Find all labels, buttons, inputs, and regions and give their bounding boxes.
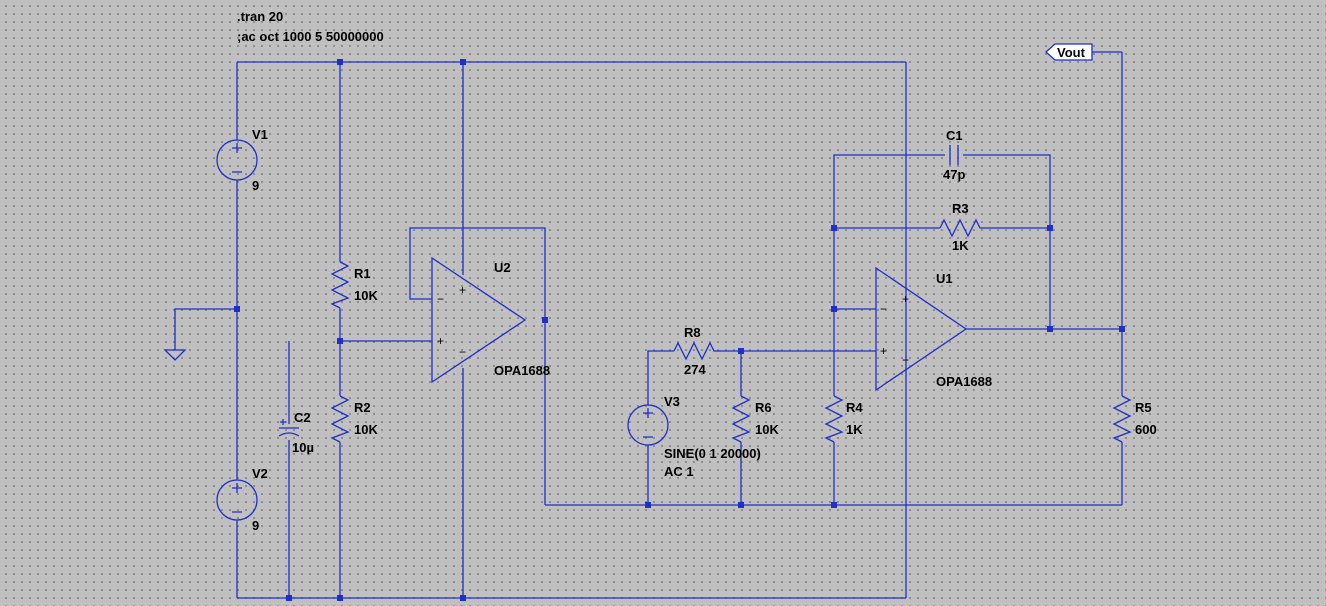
u2-vminus-pin: − <box>459 345 466 359</box>
ground-icon[interactable] <box>163 349 187 361</box>
u1-minus-pin: − <box>880 302 887 316</box>
capacitor-c1[interactable]: C1 47p <box>943 128 965 182</box>
resistor-r2[interactable]: R2 10K <box>330 395 378 443</box>
v3-name: V3 <box>664 394 680 409</box>
v3-value: SINE(0 1 20000) <box>664 446 761 461</box>
v2-value: 9 <box>252 518 259 533</box>
junction <box>831 306 837 312</box>
u1-vplus-pin: + <box>902 292 909 306</box>
opamp-u1[interactable]: − + + − U1 OPA1688 <box>875 266 992 392</box>
junction <box>460 595 466 601</box>
resistor-r3[interactable]: R3 1K <box>939 201 984 253</box>
voltage-source-v2[interactable]: V2 9 <box>216 466 268 533</box>
junction <box>738 348 744 354</box>
junction <box>831 502 837 508</box>
r4-value: 1K <box>846 422 863 437</box>
resistor-r8[interactable]: R8 274 <box>673 325 716 377</box>
u1-plus-pin: + <box>880 344 887 358</box>
r6-name: R6 <box>755 400 772 415</box>
r1-name: R1 <box>354 266 371 281</box>
junction <box>234 306 240 312</box>
voltage-source-v1[interactable]: V1 9 <box>216 127 268 193</box>
u2-value: OPA1688 <box>494 363 550 378</box>
directive-tran[interactable]: .tran 20 <box>237 9 283 24</box>
u2-minus-pin: − <box>437 292 444 306</box>
voltage-source-v3[interactable]: V3 SINE(0 1 20000) AC 1 <box>627 394 761 479</box>
junction <box>1119 326 1125 332</box>
u1-value: OPA1688 <box>936 374 992 389</box>
vout-label: Vout <box>1057 45 1086 60</box>
wire-u1-feedback[interactable] <box>833 154 1051 329</box>
v1-value: 9 <box>252 178 259 193</box>
r4-name: R4 <box>846 400 863 415</box>
junction <box>460 59 466 65</box>
r5-value: 600 <box>1135 422 1157 437</box>
v1-name: V1 <box>252 127 268 142</box>
u2-name: U2 <box>494 260 511 275</box>
capacitor-c2[interactable]: C2 10µ <box>278 410 314 455</box>
wires <box>174 51 1123 599</box>
c2-name: C2 <box>294 410 311 425</box>
u2-plus-pin: + <box>437 334 444 348</box>
wire-ground[interactable] <box>174 308 237 350</box>
wire-vout[interactable] <box>1092 51 1123 505</box>
r1-value: 10K <box>354 288 378 303</box>
resistor-r6[interactable]: R6 10K <box>731 395 779 443</box>
junction <box>831 225 837 231</box>
resistor-r1[interactable]: R1 10K <box>330 261 378 309</box>
r2-value: 10K <box>354 422 378 437</box>
opamp-u2[interactable]: − + + − U2 OPA1688 <box>431 256 550 384</box>
resistor-r4[interactable]: R4 1K <box>824 395 863 443</box>
r3-value: 1K <box>952 238 969 253</box>
junction <box>337 59 343 65</box>
junction <box>1047 225 1053 231</box>
net-label-vout[interactable]: Vout <box>1045 43 1093 61</box>
v3-ac-value: AC 1 <box>664 464 694 479</box>
u1-name: U1 <box>936 271 953 286</box>
c1-value: 47p <box>943 167 965 182</box>
junction <box>286 595 292 601</box>
u1-vminus-pin: − <box>902 353 909 367</box>
junction <box>645 502 651 508</box>
junctions <box>234 59 1125 601</box>
directive-ac[interactable]: ;ac oct 1000 5 50000000 <box>237 29 384 44</box>
junction <box>337 338 343 344</box>
r2-name: R2 <box>354 400 371 415</box>
v2-name: V2 <box>252 466 268 481</box>
r8-name: R8 <box>684 325 701 340</box>
junction <box>738 502 744 508</box>
r8-value: 274 <box>684 362 706 377</box>
resistor-r5[interactable]: R5 600 <box>1112 395 1157 443</box>
r5-name: R5 <box>1135 400 1152 415</box>
r6-value: 10K <box>755 422 779 437</box>
junction <box>1047 326 1053 332</box>
r3-name: R3 <box>952 201 969 216</box>
u2-vplus-pin: + <box>459 283 466 297</box>
c2-value: 10µ <box>292 440 314 455</box>
c1-name: C1 <box>946 128 963 143</box>
junction <box>337 595 343 601</box>
junction <box>542 317 548 323</box>
